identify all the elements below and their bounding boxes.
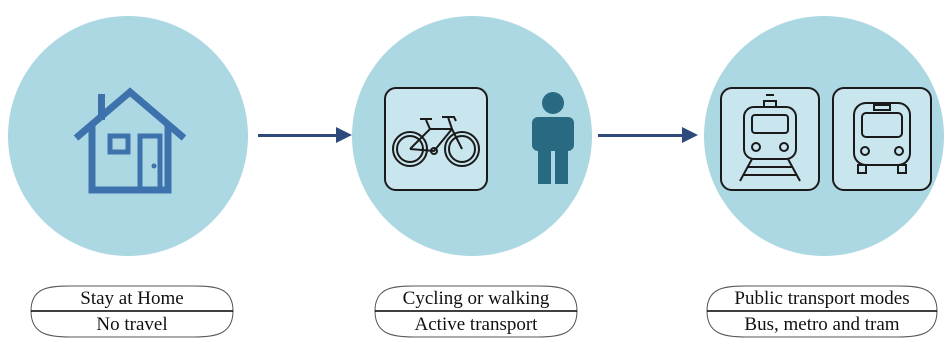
stage-title: Cycling or walking xyxy=(402,288,550,309)
stage-subtitle: Bus, metro and tram xyxy=(744,314,900,335)
bicycle-icon xyxy=(392,116,480,167)
train-icon xyxy=(739,94,801,182)
bus-icon xyxy=(853,102,911,174)
person-icon xyxy=(532,92,574,184)
arrow-home-to-active xyxy=(258,127,352,143)
stage-label-active: Cycling or walking Active transport xyxy=(374,285,578,338)
stage-label-public: Public transport modes Bus, metro and tr… xyxy=(706,285,938,338)
stage-title: Stay at Home xyxy=(80,288,184,309)
house-icon xyxy=(73,87,187,194)
train-frame xyxy=(720,87,820,191)
stage-label-home: Stay at Home No travel xyxy=(30,285,234,338)
arrow-active-to-public xyxy=(598,127,698,143)
stage-title: Public transport modes xyxy=(734,288,910,309)
stage-subtitle: Active transport xyxy=(414,314,538,335)
stage-subtitle: No travel xyxy=(96,314,168,335)
